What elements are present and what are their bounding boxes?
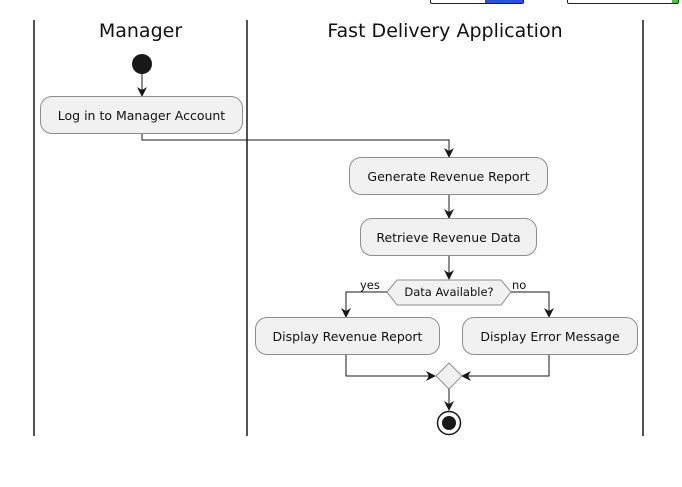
flow-login-to-generate <box>141 134 454 158</box>
action-display-error: Display Error Message <box>462 317 638 355</box>
flow-decision-yes <box>341 291 387 318</box>
lane-title-app: Fast Delivery Application <box>327 20 563 42</box>
action-retrieve-data: Retrieve Revenue Data <box>360 218 537 256</box>
flow-decision-no <box>511 291 554 318</box>
toolbar-widget-right[interactable] <box>567 0 679 4</box>
action-login: Log in to Manager Account <box>40 96 243 134</box>
start-node <box>132 54 152 74</box>
action-display-report: Display Revenue Report <box>255 317 440 355</box>
decision-yes-label: yes <box>360 278 380 292</box>
toolbar-widget-left[interactable] <box>430 0 524 4</box>
end-node-inner <box>442 416 456 430</box>
flow-error-to-merge <box>461 355 550 381</box>
decision-no-label: no <box>512 278 527 292</box>
decision-question: Data Available? <box>404 285 494 299</box>
lane-title-manager: Manager <box>98 20 183 42</box>
flow-report-to-merge <box>345 355 436 381</box>
merge-node <box>435 362 463 390</box>
action-generate-report: Generate Revenue Report <box>349 157 548 195</box>
